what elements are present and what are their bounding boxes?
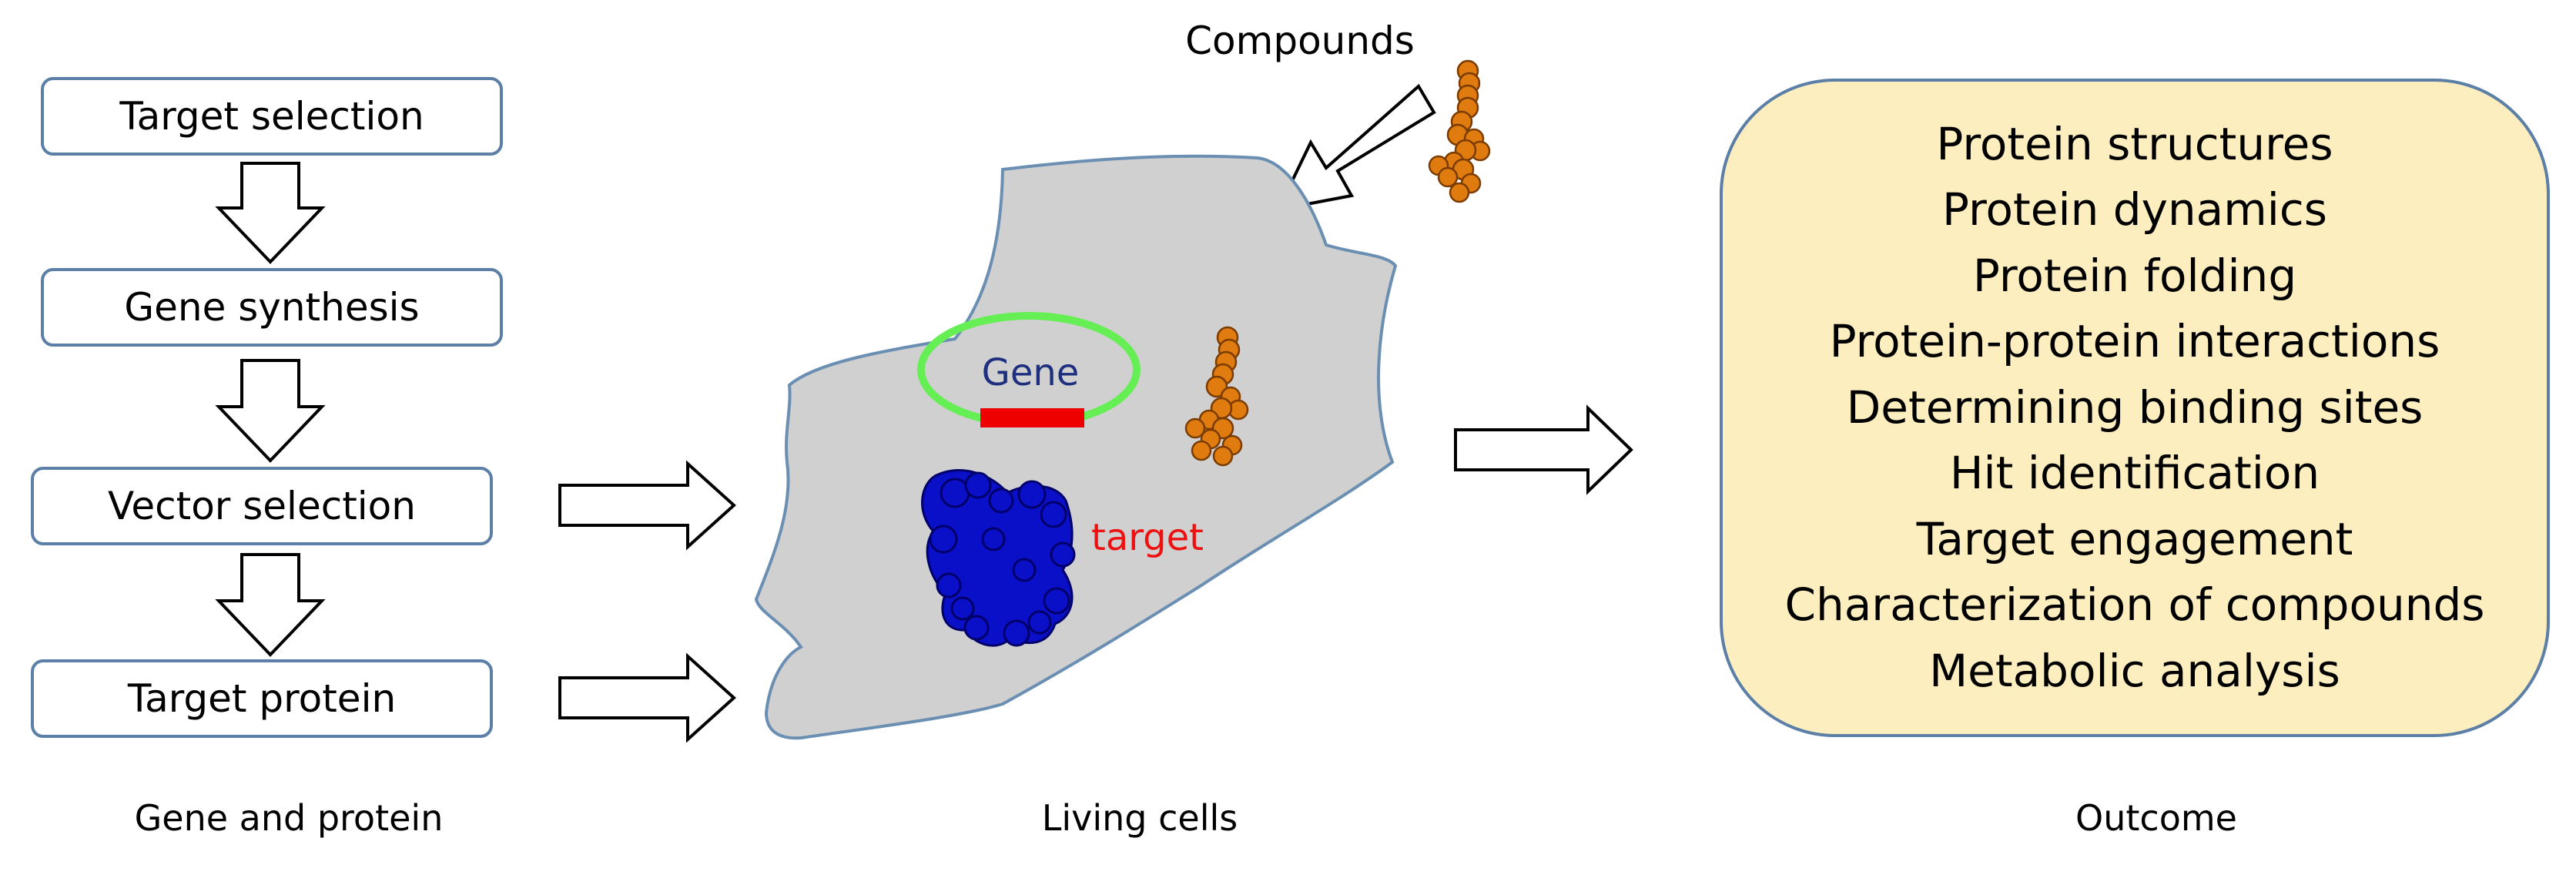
step-target-protein: Target protein	[31, 659, 493, 738]
target-protein-structure	[921, 469, 1076, 647]
down-arrow-3	[215, 553, 326, 657]
step-gene-synthesis: Gene synthesis	[41, 268, 503, 347]
compound-molecule-outside	[1428, 59, 1491, 203]
outcome-item: Hit identification	[1949, 447, 2320, 500]
gene-segment	[980, 408, 1084, 427]
compounds-label: Compounds	[1185, 18, 1415, 63]
outcome-item: Protein dynamics	[1942, 183, 2327, 236]
down-arrow-2	[215, 359, 326, 463]
step-label: Vector selection	[108, 484, 416, 528]
label-living-cells: Living cells	[1041, 797, 1238, 839]
step-target-selection: Target selection	[41, 77, 503, 156]
outcome-box: Protein structures Protein dynamics Prot…	[1720, 79, 2550, 737]
outcome-item: Metabolic analysis	[1929, 644, 2340, 697]
step-vector-selection: Vector selection	[31, 467, 493, 545]
step-label: Target protein	[127, 676, 397, 721]
outcome-item: Characterization of compounds	[1784, 578, 2485, 632]
living-cell	[754, 154, 1398, 740]
step-label: Target selection	[119, 94, 424, 139]
step-label: Gene synthesis	[124, 285, 420, 330]
outcome-item: Determining binding sites	[1846, 380, 2424, 434]
down-arrow-1	[215, 162, 326, 264]
gene-label: Gene	[982, 351, 1080, 394]
compound-molecule-inside	[1184, 326, 1249, 467]
right-arrow-vector	[558, 460, 736, 551]
target-label: target	[1091, 516, 1204, 559]
outcome-item: Target engagement	[1916, 512, 2353, 565]
right-arrow-protein	[558, 652, 736, 743]
outcome-item: Protein-protein interactions	[1829, 315, 2440, 368]
outcome-item: Protein structures	[1936, 117, 2333, 170]
outcome-item: Protein folding	[1972, 249, 2297, 302]
compounds-arrow	[1275, 83, 1436, 212]
right-arrow-outcome	[1454, 404, 1633, 495]
label-outcome: Outcome	[2075, 797, 2237, 839]
label-gene-and-protein: Gene and protein	[134, 797, 444, 839]
